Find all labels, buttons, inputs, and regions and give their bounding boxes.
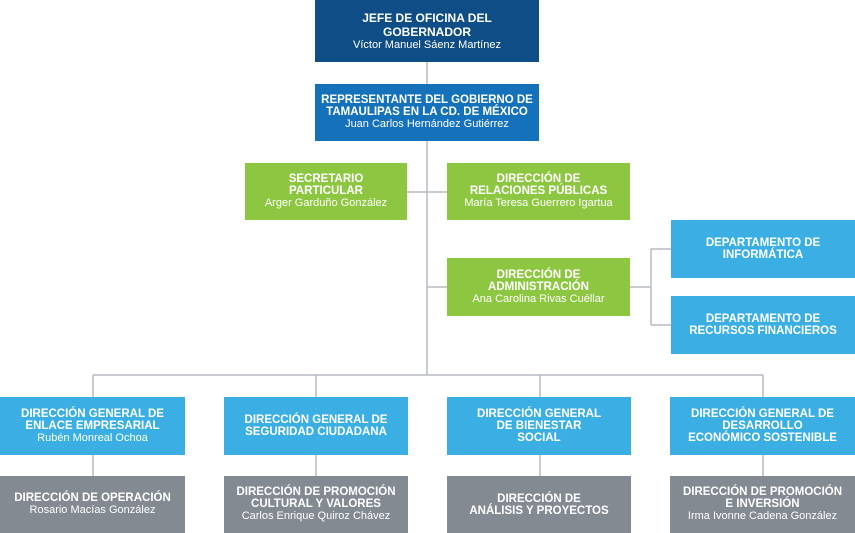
box-title: DIRECCIÓN GENERAL DE DESARROLLO ECONÓMIC… xyxy=(688,408,837,444)
box-name: Carlos Enrique Quiroz Chávez xyxy=(241,510,391,522)
box-name: María Teresa Guerrero Igartua xyxy=(464,197,613,209)
box-analisis-proyectos: DIRECCIÓN DE ANÁLISIS Y PROYECTOS xyxy=(447,476,631,533)
box-name: Rubén Monreal Ochoa xyxy=(37,431,148,444)
box-operacion: DIRECCIÓN DE OPERACIÓN Rosario Macías Go… xyxy=(0,476,185,533)
box-relaciones-publicas: DIRECCIÓN DE RELACIONES PÚBLICAS María T… xyxy=(447,163,630,220)
box-title: DEPARTAMENTO DE INFORMÁTICA xyxy=(705,237,821,261)
box-name: Ana Carolina Rivas Cuéllar xyxy=(472,292,605,305)
box-title: DIRECCIÓN DE OPERACIÓN xyxy=(14,492,171,504)
box-title: DIRECCIÓN DE PROMOCIÓN CULTURAL Y VALORE… xyxy=(236,486,396,510)
box-title: DIRECCIÓN DE ADMINISTRACIÓN xyxy=(488,268,589,293)
box-name: Juan Carlos Hernández Gutiérrez xyxy=(345,118,509,130)
box-title: DIRECCIÓN DE ANÁLISIS Y PROYECTOS xyxy=(469,492,609,517)
box-informatica: DEPARTAMENTO DE INFORMÁTICA xyxy=(671,220,855,278)
box-desarrollo-economico: DIRECCIÓN GENERAL DE DESARROLLO ECONÓMIC… xyxy=(670,397,855,455)
box-seguridad-ciudadana: DIRECCIÓN GENERAL DE SEGURIDAD CIUDADANA xyxy=(224,397,408,455)
box-secretario-particular: SECRETARIO PARTICULAR Arger Garduño Gonz… xyxy=(245,163,407,220)
box-enlace-empresarial: DIRECCIÓN GENERAL DE ENLACE EMPRESARIAL … xyxy=(0,397,185,455)
box-name: Rosario Macías González xyxy=(29,504,156,516)
box-bienestar-social: DIRECCIÓN GENERAL DE BIENESTAR SOCIAL xyxy=(447,397,631,455)
box-administracion: DIRECCIÓN DE ADMINISTRACIÓN Ana Carolina… xyxy=(447,258,630,316)
box-title: DIRECCIÓN DE RELACIONES PÚBLICAS xyxy=(469,173,608,197)
box-title: DIRECCIÓN GENERAL DE BIENESTAR SOCIAL xyxy=(477,408,601,444)
box-representante: REPRESENTANTE DEL GOBIERNO DE TAMAULIPAS… xyxy=(315,84,539,141)
box-promocion-cultural: DIRECCIÓN DE PROMOCIÓN CULTURAL Y VALORE… xyxy=(224,476,408,533)
box-title: DIRECCIÓN DE PROMOCIÓN E INVERSIÓN xyxy=(682,486,843,510)
box-title: REPRESENTANTE DEL GOBIERNO DE TAMAULIPAS… xyxy=(321,94,533,118)
box-name: Irma Ivonne Cadena González xyxy=(687,510,838,522)
box-name: Arger Garduño González xyxy=(264,197,388,209)
box-title: DIRECCIÓN GENERAL DE ENLACE EMPRESARIAL xyxy=(21,407,164,432)
box-title: JEFE DE OFICINA DEL GOBERNADOR xyxy=(362,10,492,39)
box-title: SECRETARIO PARTICULAR xyxy=(288,173,364,197)
box-promocion-inversion: DIRECCIÓN DE PROMOCIÓN E INVERSIÓN Irma … xyxy=(670,476,855,533)
box-title: DIRECCIÓN GENERAL DE SEGURIDAD CIUDADANA xyxy=(244,414,388,438)
box-title: DEPARTAMENTO DE RECURSOS FINANCIEROS xyxy=(689,313,837,337)
box-name: Víctor Manuel Sáenz Martínez xyxy=(353,38,501,51)
box-jefe-de-oficina: JEFE DE OFICINA DEL GOBERNADOR Víctor Ma… xyxy=(315,0,539,62)
box-recursos-financieros: DEPARTAMENTO DE RECURSOS FINANCIEROS xyxy=(671,296,855,354)
